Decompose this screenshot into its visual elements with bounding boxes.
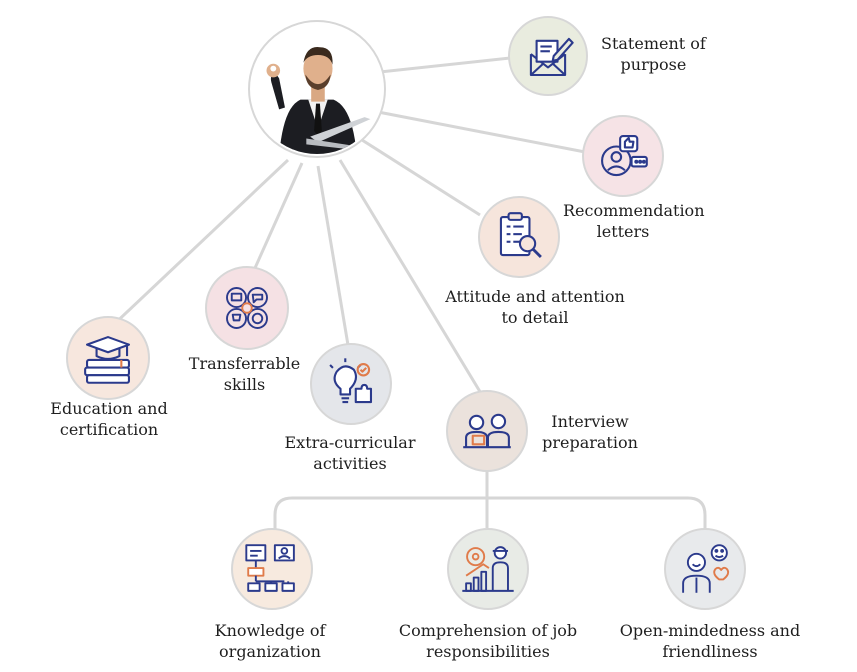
center-businessman-photo xyxy=(248,20,386,158)
open-mindedness-node xyxy=(664,528,746,610)
transferrable-skills-node xyxy=(205,266,289,350)
skills-grid-icon xyxy=(226,287,268,329)
recommendation-letters-node xyxy=(582,115,664,197)
knowledge-of-organization-node xyxy=(231,528,313,610)
worker-growth-icon xyxy=(462,546,514,592)
interview-preparation-node xyxy=(446,390,528,472)
thumbs-up-profile-icon xyxy=(601,134,648,177)
smiling-people-icon xyxy=(682,544,730,593)
org-chart-icon xyxy=(245,544,295,592)
comprehension-node xyxy=(447,528,529,610)
extra-curricular-node xyxy=(310,343,392,425)
lightbulb-puzzle-icon xyxy=(329,358,373,404)
attitude-node xyxy=(478,196,560,278)
envelope-pen-icon xyxy=(529,37,574,77)
clipboard-magnifier-icon xyxy=(499,212,542,258)
businessman-with-laptop-icon xyxy=(251,23,383,155)
education-node xyxy=(66,316,150,400)
graduation-books-icon xyxy=(84,336,130,384)
interview-people-icon xyxy=(463,413,511,449)
statement-of-purpose-node xyxy=(508,16,588,96)
